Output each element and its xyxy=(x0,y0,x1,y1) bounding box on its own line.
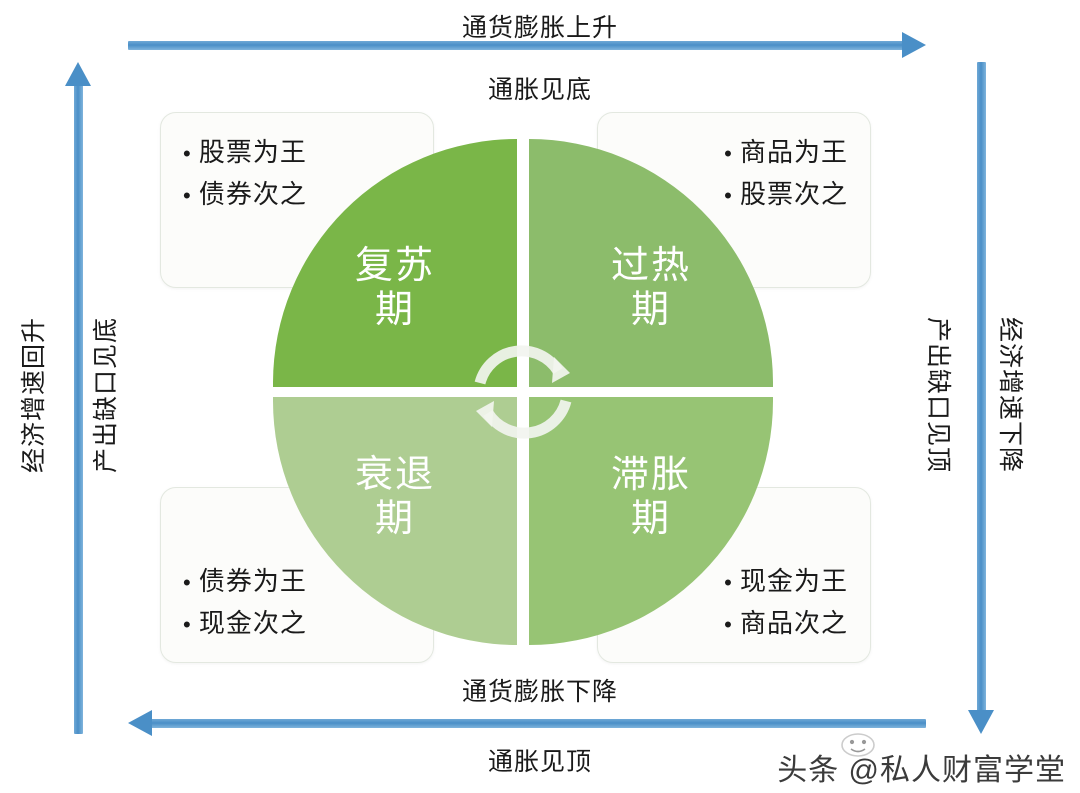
arrow-head xyxy=(128,710,152,736)
axis-label-left-inner: 产出缺口见底 xyxy=(92,316,120,474)
list-item: 股票次之 xyxy=(620,173,848,215)
arrow-shaft xyxy=(128,41,904,50)
quadrant-label: 复苏 期 xyxy=(354,245,435,331)
axis-label-top-below: 通胀见底 xyxy=(487,76,592,104)
watermark-text: 头条 @私人财富学堂 xyxy=(777,754,1066,787)
callout-list: 股票为王 债券次之 xyxy=(183,131,411,215)
arrow-head xyxy=(968,710,994,734)
quadrant-stagflation: 滞胀 期 xyxy=(529,397,773,645)
cycle-circle: 复苏 期 过热 期 衰退 期 滞胀 期 xyxy=(273,139,773,645)
quadrant-recession: 衰退 期 xyxy=(273,397,517,645)
list-item: 股票为王 xyxy=(183,131,411,173)
axis-label-top-above: 通货膨胀上升 xyxy=(461,14,618,42)
axis-label-right-inner: 产出缺口见顶 xyxy=(924,316,952,474)
axis-label-bottom-below: 通胀见顶 xyxy=(487,748,592,776)
arrow-up-icon xyxy=(65,62,91,734)
quadrant-label: 滞胀 期 xyxy=(610,454,691,540)
arrow-head xyxy=(65,62,91,86)
arrow-left-icon xyxy=(128,710,926,736)
callout-list: 现金为王 商品次之 xyxy=(724,560,848,644)
list-item: 债券次之 xyxy=(183,173,411,215)
quadrant-recovery: 复苏 期 xyxy=(273,139,517,387)
list-item: 债券为王 xyxy=(183,560,307,602)
arrow-down-icon xyxy=(968,62,994,734)
quadrant-overheat: 过热 期 xyxy=(529,139,773,387)
callout-list: 商品为王 股票次之 xyxy=(620,131,848,215)
callout-list: 债券为王 现金次之 xyxy=(183,560,307,644)
list-item: 商品为王 xyxy=(620,131,848,173)
list-item: 商品次之 xyxy=(724,602,848,644)
axis-label-right-outer: 经济增速下降 xyxy=(996,316,1024,474)
arrow-shaft xyxy=(150,719,926,728)
quadrant-label: 过热 期 xyxy=(610,245,691,331)
arrow-head xyxy=(902,32,926,58)
quadrant-label: 衰退 期 xyxy=(354,454,435,540)
watermark: 头条 @私人财富学堂 xyxy=(777,733,1066,789)
smiley-face-icon xyxy=(841,733,876,757)
arrow-shaft xyxy=(977,62,986,712)
arrow-shaft xyxy=(74,84,83,734)
arrow-right-icon xyxy=(128,32,926,58)
list-item: 现金次之 xyxy=(183,602,307,644)
list-item: 现金为王 xyxy=(724,560,848,602)
axis-label-left-outer: 经济增速回升 xyxy=(20,316,48,474)
axis-label-bottom-above: 通货膨胀下降 xyxy=(461,678,618,706)
